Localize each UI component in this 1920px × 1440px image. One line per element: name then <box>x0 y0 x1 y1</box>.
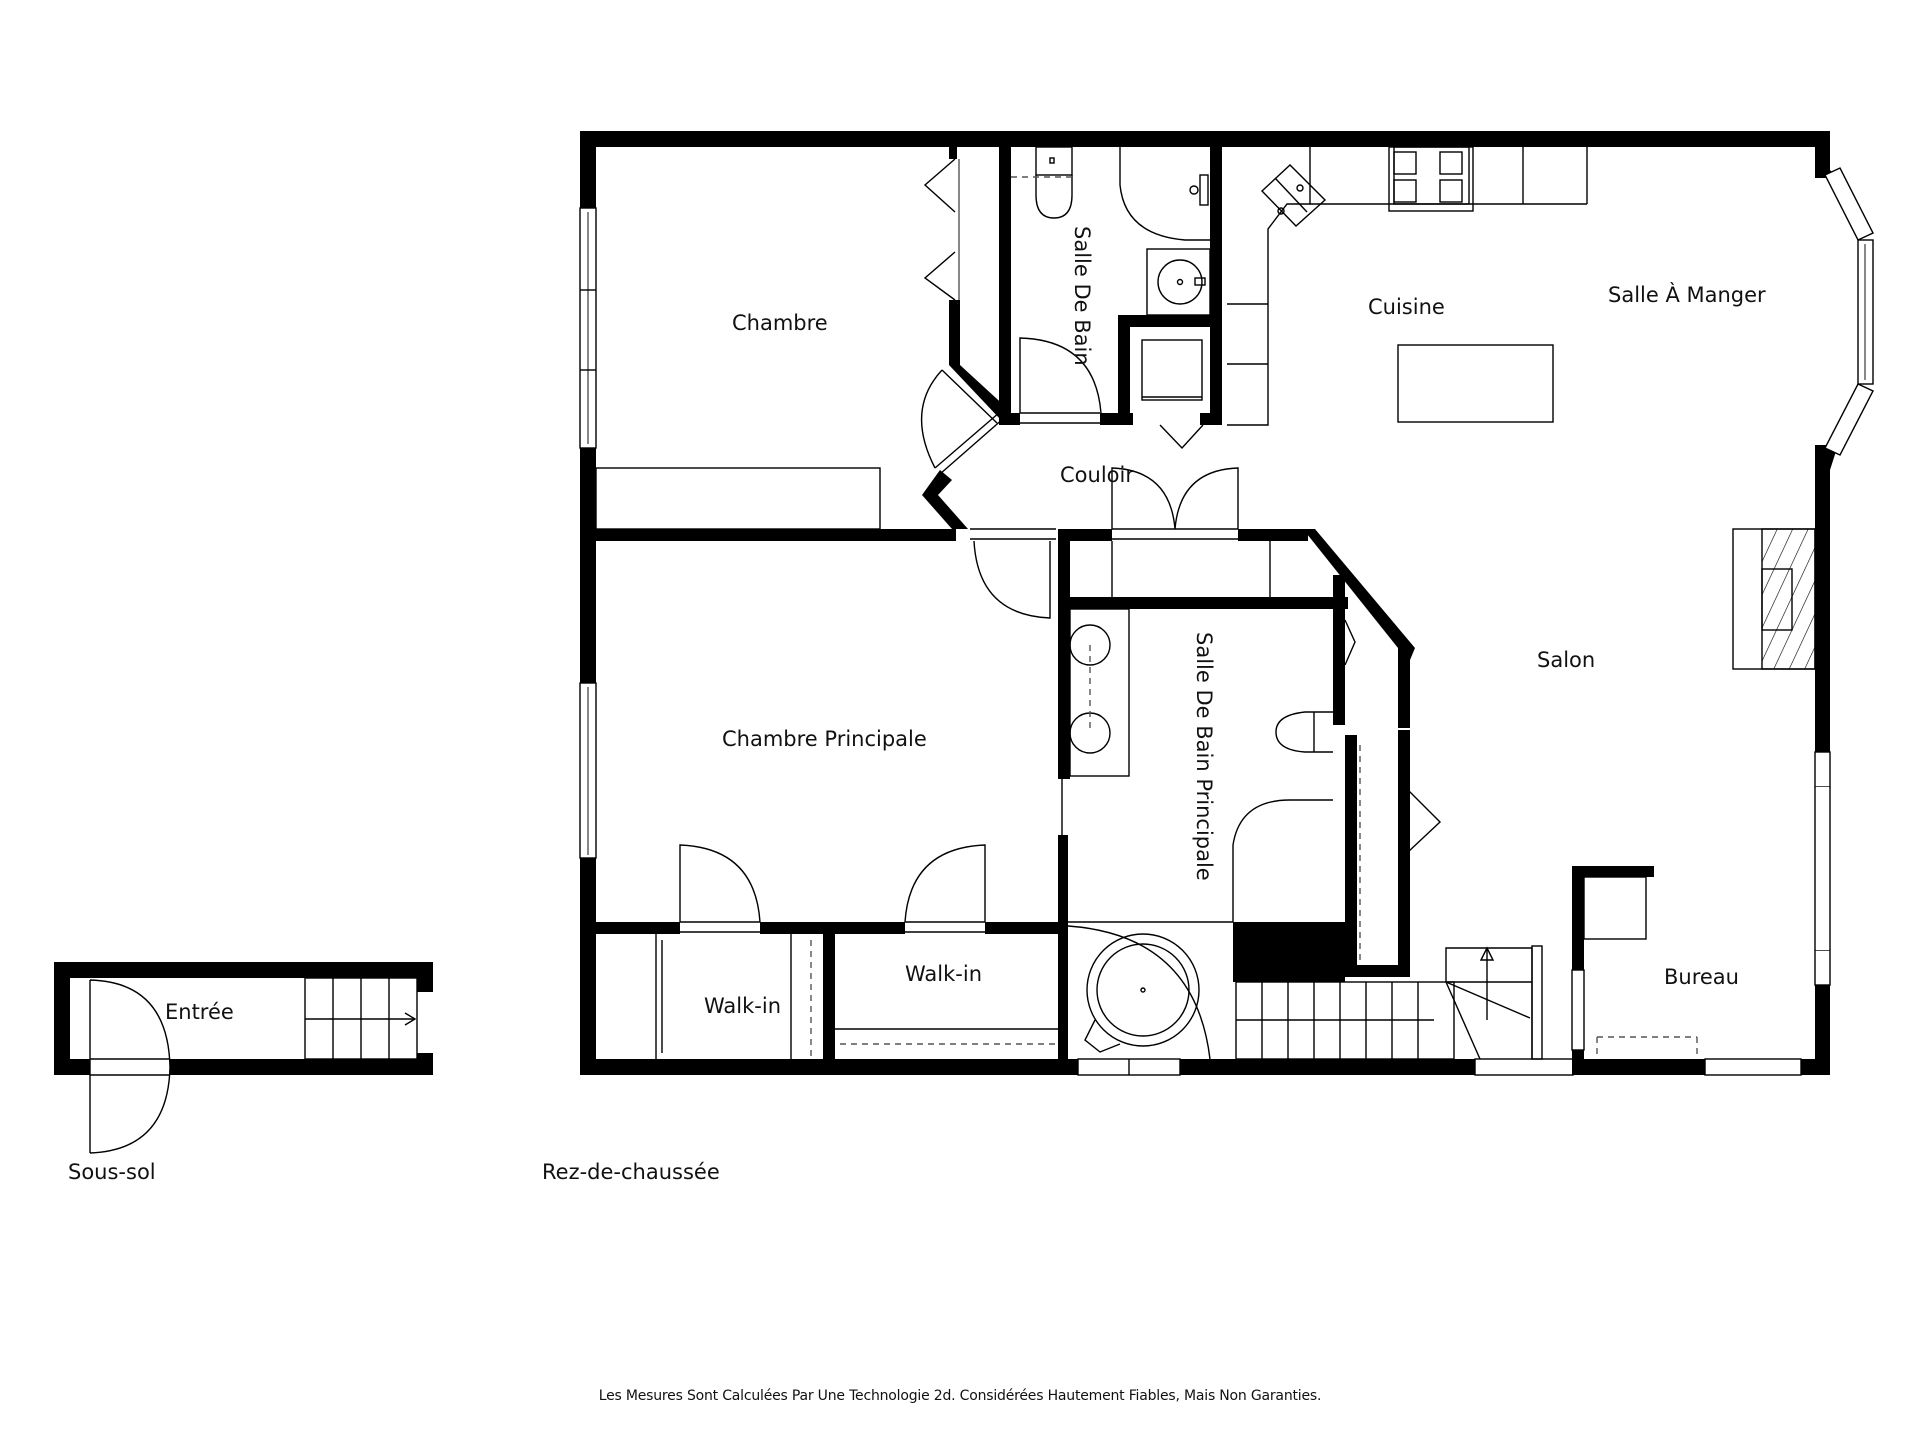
room-label-cuisine: Cuisine <box>1368 295 1445 319</box>
outer-wall-bottom <box>580 1059 1830 1075</box>
room-label-walk-in-1: Walk-in <box>704 994 782 1018</box>
room-label-entree: Entrée <box>165 1000 234 1024</box>
room-label-couloir: Couloir <box>1060 463 1134 487</box>
room-label-walk-in-2: Walk-in <box>905 962 983 986</box>
room-label-salle-a-manger: Salle À Manger <box>1608 283 1766 307</box>
room-label-salon: Salon <box>1537 648 1596 672</box>
room-label-bureau: Bureau <box>1664 965 1739 989</box>
ground-floor <box>579 131 1874 1076</box>
room-label-salle-de-bain-principale: Salle De Bain Principale <box>1192 632 1216 881</box>
room-label-chambre: Chambre <box>732 311 828 335</box>
basement-entree <box>54 962 433 1154</box>
measurement-disclaimer: Les Mesures Sont Calculées Par Une Techn… <box>598 1388 1322 1404</box>
floor-label-ground: Rez-de-chaussée <box>542 1160 720 1184</box>
outer-wall-top <box>580 131 1830 147</box>
floor-label-basement: Sous-sol <box>68 1160 156 1184</box>
room-label-salle-de-bain: Salle De Bain <box>1070 226 1094 366</box>
room-label-chambre-principale: Chambre Principale <box>722 727 927 751</box>
